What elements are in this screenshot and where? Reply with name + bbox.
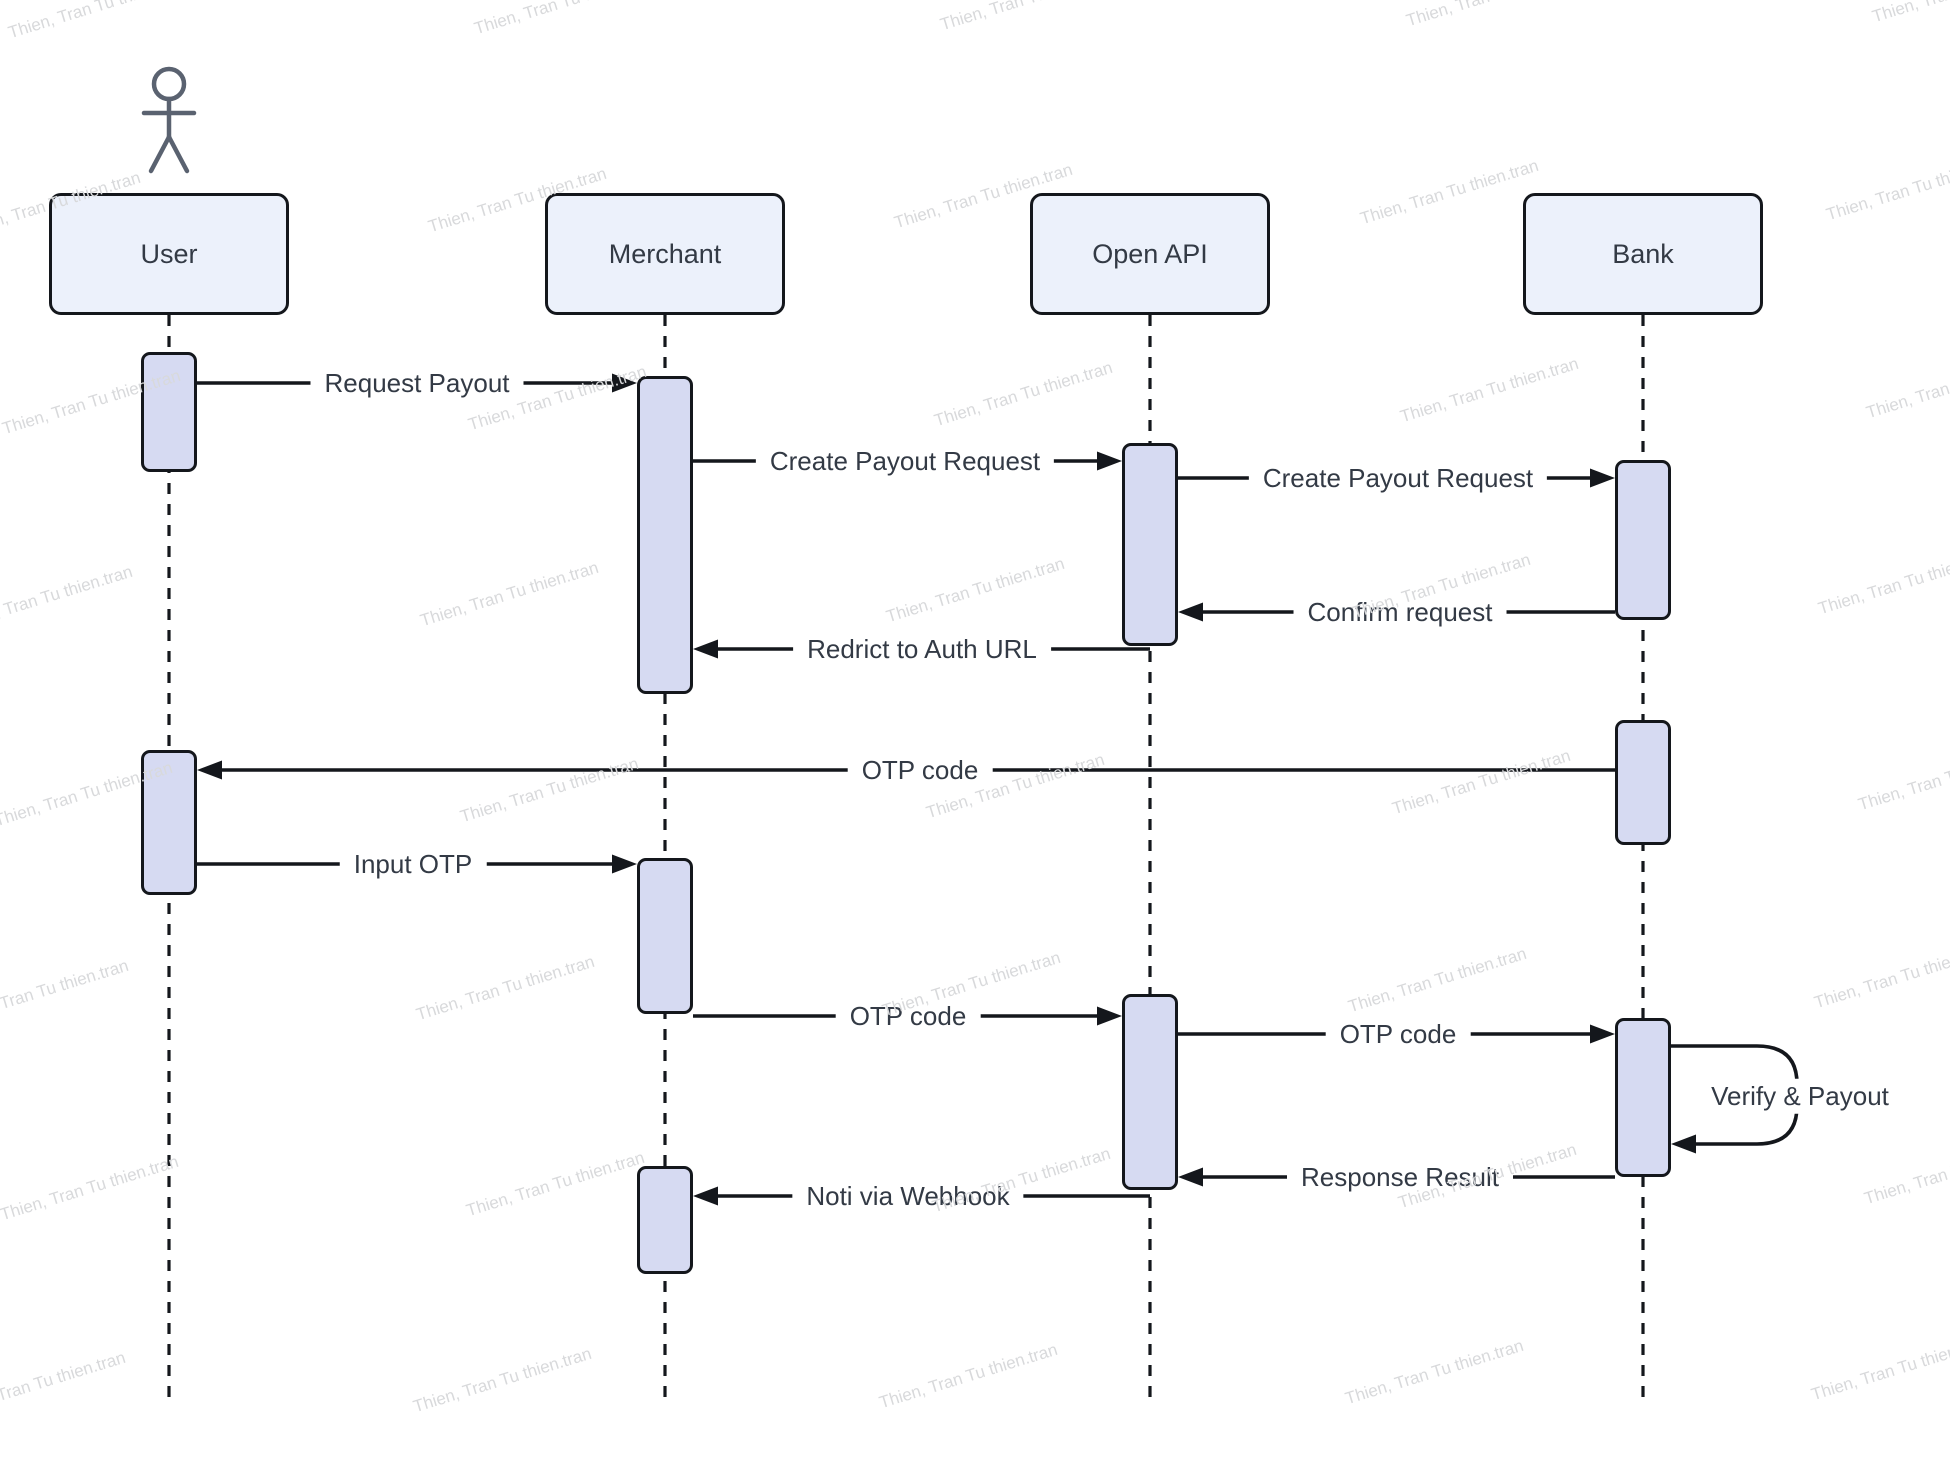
message-arrowhead-icon bbox=[612, 373, 637, 393]
activation-bar-bank bbox=[1615, 1018, 1671, 1177]
activation-bar-merchant bbox=[637, 376, 693, 694]
activation-bar-user bbox=[141, 352, 197, 472]
message-label: Redrict to Auth URL bbox=[793, 631, 1051, 667]
message-arrowhead-icon bbox=[1178, 602, 1203, 622]
participant-box-openapi: Open API bbox=[1030, 193, 1270, 315]
message-label: OTP code bbox=[847, 752, 993, 788]
actor-head-icon bbox=[151, 66, 187, 102]
message-label: Response Result bbox=[1287, 1159, 1513, 1195]
participant-label: User bbox=[140, 238, 198, 269]
message-label: OTP code bbox=[1325, 1016, 1471, 1052]
actor-leg-icon bbox=[148, 134, 172, 174]
participant-label: Open API bbox=[1092, 238, 1208, 269]
participant-box-user: User bbox=[49, 193, 289, 315]
message-arrowhead-icon bbox=[1097, 451, 1122, 471]
actor-leg-icon bbox=[166, 134, 190, 174]
message-label: Request Payout bbox=[310, 365, 524, 401]
activation-bar-openapi bbox=[1122, 994, 1178, 1190]
message-arrowhead-icon bbox=[1097, 1006, 1122, 1026]
message-arrowhead-icon bbox=[197, 760, 222, 780]
message-label: Create Payout Request bbox=[1248, 460, 1548, 496]
self-message-label: Verify & Payout bbox=[1697, 1078, 1903, 1114]
message-arrowhead-icon bbox=[612, 854, 637, 874]
participant-box-merchant: Merchant bbox=[545, 193, 785, 315]
activation-bar-bank bbox=[1615, 460, 1671, 620]
message-arrowhead-icon bbox=[693, 1186, 718, 1206]
activation-bar-merchant bbox=[637, 858, 693, 1014]
participant-box-bank: Bank bbox=[1523, 193, 1763, 315]
message-arrowhead-icon bbox=[693, 639, 718, 659]
message-label: Create Payout Request bbox=[755, 443, 1055, 479]
participant-label: Merchant bbox=[608, 238, 722, 269]
message-label: Input OTP bbox=[339, 846, 487, 882]
message-arrowhead-icon bbox=[1590, 1024, 1615, 1044]
message-label: Noti via Webhook bbox=[792, 1178, 1024, 1214]
message-arrowhead-icon bbox=[1178, 1167, 1203, 1187]
activation-bar-user bbox=[141, 750, 197, 895]
activation-bar-openapi bbox=[1122, 443, 1178, 646]
message-label: Confirm request bbox=[1293, 594, 1507, 630]
message-label: OTP code bbox=[835, 998, 981, 1034]
activation-bar-merchant bbox=[637, 1166, 693, 1274]
activation-bar-bank bbox=[1615, 720, 1671, 845]
message-arrowhead-icon bbox=[1671, 1134, 1696, 1154]
message-arrowhead-icon bbox=[1590, 468, 1615, 488]
participant-label: Bank bbox=[1612, 238, 1674, 269]
